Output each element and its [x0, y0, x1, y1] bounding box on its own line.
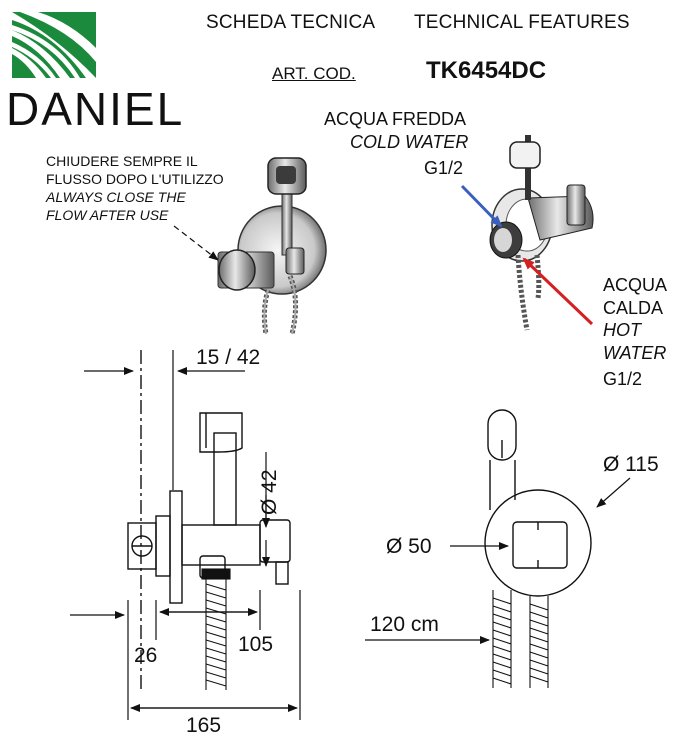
- hot-water-label-it-1: ACQUA: [603, 275, 668, 295]
- dim-offset: 15 / 42: [196, 346, 261, 369]
- dim-depth-min: 26: [134, 644, 158, 667]
- dim-hose-length: 120 cm: [370, 613, 439, 636]
- cold-water-label-en: COLD WATER: [350, 132, 469, 152]
- note-leader: [173, 225, 219, 261]
- art-code: TK6454DC: [426, 57, 547, 84]
- note-en-1: ALWAYS CLOSE THE: [46, 189, 186, 205]
- cold-water-size: G1/2: [424, 158, 464, 178]
- brand-name: DANIEL: [6, 83, 185, 135]
- logo-green-mark: [12, 12, 96, 78]
- product-photo-angled: [489, 135, 594, 331]
- hot-water-size: G1/2: [603, 369, 643, 389]
- front-view-hoses: [492, 590, 549, 688]
- note-it-2: FLUSSO DOPO L'UTILIZZO: [46, 171, 224, 187]
- dim-total-length: 165: [186, 714, 222, 737]
- cold-water-label-it: ACQUA FREDDA: [324, 109, 467, 129]
- art-code-label: ART. COD.: [272, 64, 356, 83]
- front-view-drawing: [484, 409, 592, 597]
- note-en-2: FLOW AFTER USE: [46, 207, 169, 223]
- note-it-1: CHIUDERE SEMPRE IL: [46, 153, 198, 169]
- hot-water-arrow: [522, 257, 594, 326]
- hot-water-label-en-1: HOT: [603, 320, 641, 340]
- dim-body-diameter: Ø 42: [258, 469, 281, 515]
- hot-water-label-en-2: WATER: [603, 343, 667, 363]
- hot-water-label-it-2: CALDA: [603, 298, 664, 318]
- title-english: TECHNICAL FEATURES: [414, 12, 630, 33]
- product-photo-front: [217, 157, 327, 335]
- title-italian: SCHEDA TECNICA: [206, 12, 376, 33]
- dim-depth-valve: 105: [238, 633, 274, 656]
- dim-knob-diameter: Ø 50: [386, 535, 432, 558]
- cold-water-arrow: [460, 184, 503, 228]
- side-view-dimensions: [70, 350, 301, 720]
- dim-plate-diameter: Ø 115: [603, 453, 659, 476]
- side-view-hose: [201, 568, 231, 690]
